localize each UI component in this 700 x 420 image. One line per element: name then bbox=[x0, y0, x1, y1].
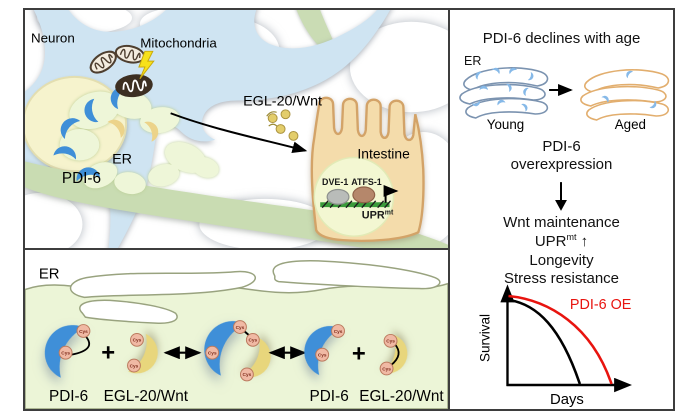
lightning-icon bbox=[138, 50, 155, 80]
pdi6-oe-curve bbox=[508, 294, 613, 385]
plus-sign: + bbox=[101, 341, 115, 367]
pdi6-label: PDI-6 bbox=[62, 170, 101, 187]
stressed-mitochondrion-icon bbox=[115, 74, 153, 98]
young-er bbox=[459, 66, 549, 119]
outcomes-text: Wnt maintenance UPRmt ↑ Longevity Stress… bbox=[503, 214, 620, 287]
mitochondria-label: Mitochondria bbox=[140, 35, 217, 50]
secretion-arrow bbox=[170, 112, 308, 154]
atfs1-protein bbox=[352, 186, 376, 204]
aged-er bbox=[580, 69, 670, 121]
x-axis-label: Days bbox=[550, 391, 584, 408]
svg-text:Cys: Cys bbox=[318, 352, 327, 358]
er-aging-drawing: Young Aged bbox=[459, 66, 670, 132]
disulfide-bond bbox=[71, 335, 90, 356]
young-label: Young bbox=[487, 117, 524, 132]
svg-text:Cys: Cys bbox=[248, 338, 257, 344]
y-axis-label: Survival bbox=[478, 314, 493, 362]
svg-text:Cys: Cys bbox=[208, 350, 217, 356]
neuron-label: Neuron bbox=[31, 30, 75, 45]
pdi6-label: PDI-6 bbox=[310, 388, 349, 405]
pdi6-label: PDI-6 bbox=[49, 388, 88, 405]
svg-text:Cys: Cys bbox=[130, 363, 139, 369]
svg-text:Cys: Cys bbox=[334, 329, 343, 335]
overexpression-text: PDI-6 overexpression bbox=[510, 138, 613, 174]
survival-chart: PDI-6 OE Survival Days bbox=[478, 284, 632, 408]
svg-text:Cys: Cys bbox=[61, 350, 70, 356]
er-label: ER bbox=[39, 267, 60, 283]
egl20-label: EGL-20/Wnt bbox=[359, 388, 444, 405]
upr-label: UPRmt bbox=[362, 210, 394, 222]
svg-text:Cys: Cys bbox=[79, 329, 88, 335]
control-curve bbox=[508, 298, 582, 385]
plus-sign: + bbox=[352, 342, 366, 368]
svg-text:Cys: Cys bbox=[382, 366, 391, 372]
down-arrow bbox=[555, 182, 567, 211]
svg-text:Cys: Cys bbox=[243, 372, 252, 378]
svg-text:Cys: Cys bbox=[386, 339, 395, 345]
egl20-label: EGL-20/Wnt bbox=[243, 93, 322, 109]
er-panel-drawing: Cys Cys Cys Cys Cys Cys Cys Cys Cys Cys … bbox=[25, 250, 448, 409]
wnt-molecules bbox=[266, 109, 299, 141]
er-label: ER bbox=[464, 54, 482, 68]
cys-badges: Cys Cys Cys Cys Cys Cys Cys Cys Cys Cys … bbox=[58, 320, 398, 382]
er-label: ER bbox=[112, 151, 132, 167]
intestine-label: Intestine bbox=[357, 146, 410, 162]
pdi6-oe-label: PDI-6 OE bbox=[570, 297, 631, 313]
egl20-label: EGL-20/Wnt bbox=[104, 388, 189, 405]
svg-text:Cys: Cys bbox=[133, 338, 142, 344]
aged-label: Aged bbox=[615, 117, 646, 132]
er-tubules bbox=[69, 260, 441, 324]
disulfide-bond bbox=[389, 343, 400, 367]
er-mechanism-panel: Cys Cys Cys Cys Cys Cys Cys Cys Cys Cys … bbox=[25, 250, 450, 409]
summary-panel: PDI-6 declines with age ER bbox=[450, 10, 673, 409]
transcription-arrow bbox=[383, 185, 399, 203]
svg-text:Cys: Cys bbox=[236, 325, 245, 331]
dve1-protein bbox=[326, 188, 350, 205]
panel-title: PDI-6 declines with age bbox=[482, 30, 641, 47]
